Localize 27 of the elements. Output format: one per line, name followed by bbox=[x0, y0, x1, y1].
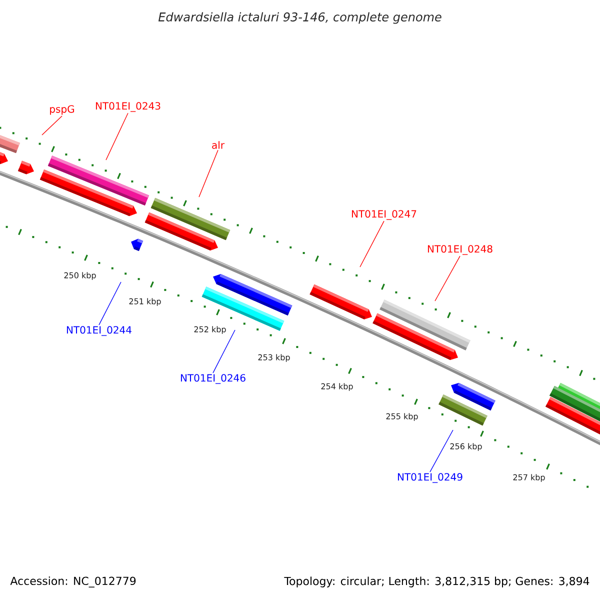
leader-line bbox=[42, 116, 62, 136]
scale-label: 253 kbp bbox=[258, 354, 290, 362]
gene-label: pspG bbox=[50, 105, 74, 115]
gene-label: NT01EI_0247 bbox=[352, 210, 416, 220]
scale-label: 256 kbp bbox=[450, 443, 482, 451]
leader-line bbox=[198, 150, 218, 198]
info-text: Topology: circular; Length: 3,812,315 bp; Genes: 3,894 bbox=[284, 576, 590, 588]
leader-line bbox=[98, 282, 122, 326]
scale-label: 252 kbp bbox=[194, 326, 226, 334]
gene-label: NT01EI_0246 bbox=[180, 374, 246, 384]
leader-line bbox=[430, 430, 454, 472]
gene-label: alr bbox=[212, 141, 225, 149]
scale-label: 255 kbp bbox=[386, 413, 418, 421]
gene-label: NT01EI_0249 bbox=[398, 473, 462, 483]
info-text: Accession: NC_012779 bbox=[10, 576, 136, 588]
gene-label: NT01EI_0248 bbox=[428, 245, 492, 255]
leader-line bbox=[212, 330, 236, 374]
title: Edwardsiella ictaluri 93-146, complete genome bbox=[158, 12, 442, 24]
gene-label: NT01EI_0243 bbox=[96, 102, 160, 112]
scale-label: 254 kbp bbox=[321, 383, 353, 391]
gene-label: NT01EI_0244 bbox=[66, 326, 132, 336]
scale-label: 250 kbp bbox=[64, 272, 96, 280]
leader-line bbox=[106, 112, 128, 160]
scale-label: 251 kbp bbox=[129, 298, 161, 306]
leader-line bbox=[360, 220, 384, 268]
scale-label: 257 kbp bbox=[513, 474, 545, 482]
leader-line bbox=[434, 256, 460, 302]
